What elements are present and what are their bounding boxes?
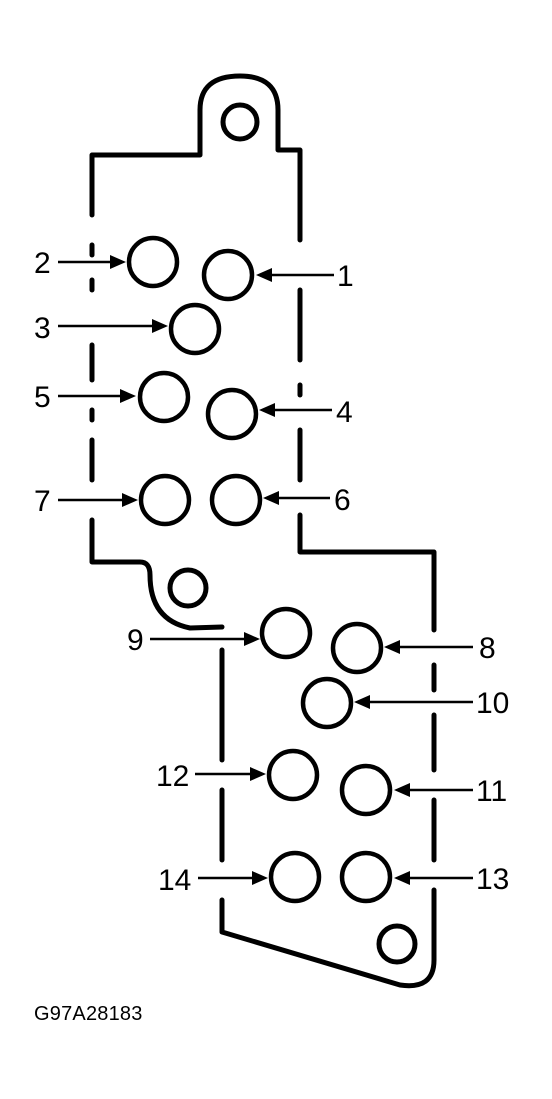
bottom-mounting-hole (376, 923, 418, 965)
callout-6: 6 (334, 484, 351, 517)
pin-8 (330, 621, 384, 675)
pin-5 (137, 370, 191, 424)
callout-labels: 1 2 3 4 5 6 7 8 9 10 11 12 13 14 (34, 247, 509, 897)
pin-12 (266, 748, 320, 802)
callout-2: 2 (34, 247, 51, 280)
pin-cavities (126, 235, 393, 904)
pin-6 (209, 473, 263, 527)
pin-1 (201, 248, 255, 302)
callout-7: 7 (34, 485, 51, 518)
pin-4 (205, 387, 259, 441)
callout-14: 14 (158, 864, 191, 897)
callout-9: 9 (127, 624, 144, 657)
callout-1: 1 (337, 260, 354, 293)
callout-3: 3 (34, 312, 51, 345)
figure-code: G97A28183 (34, 1003, 143, 1025)
callout-11: 11 (476, 775, 507, 808)
callout-8: 8 (479, 632, 496, 665)
callout-10: 10 (476, 687, 509, 720)
callout-4: 4 (336, 396, 353, 429)
pin-9 (259, 606, 313, 660)
middle-mounting-hole (167, 567, 209, 609)
pin-11 (339, 763, 393, 817)
callout-12: 12 (156, 760, 189, 793)
pin-10 (300, 676, 354, 730)
pin-14 (268, 850, 322, 904)
pin-2 (126, 235, 180, 289)
pin-7 (138, 473, 192, 527)
leader-arrows (58, 255, 473, 885)
callout-5: 5 (34, 381, 51, 414)
connector-body-outline (89, 73, 437, 989)
top-mounting-hole (220, 102, 260, 142)
pin-3 (168, 302, 222, 356)
callout-13: 13 (476, 863, 509, 896)
pin-13 (339, 850, 393, 904)
